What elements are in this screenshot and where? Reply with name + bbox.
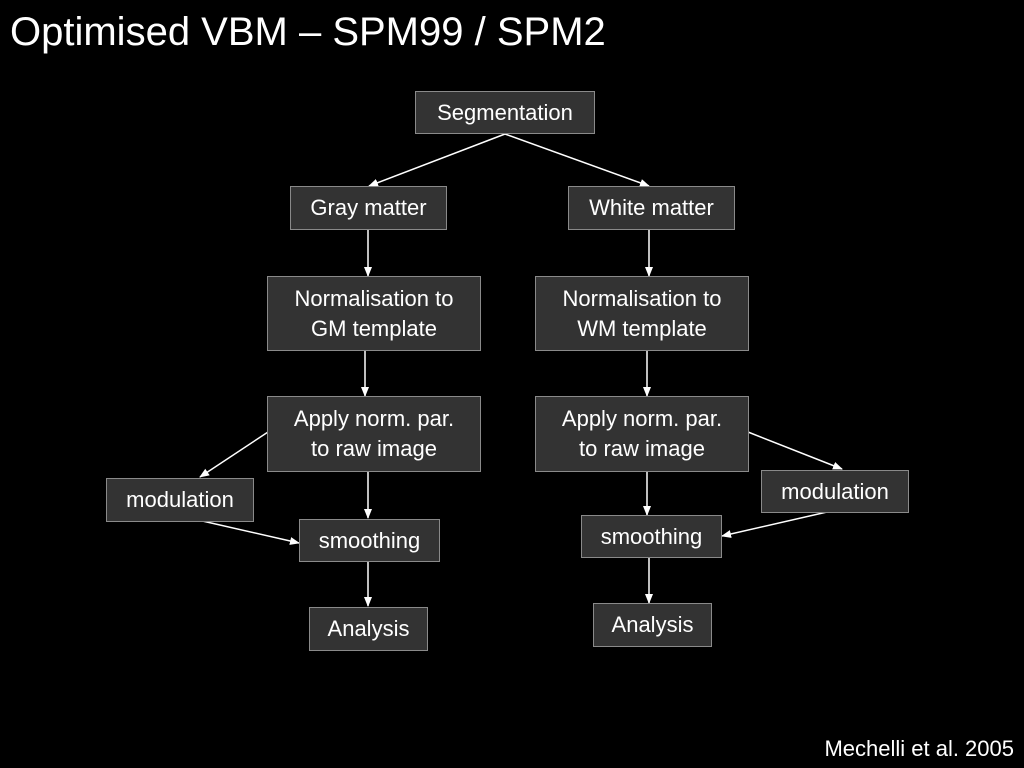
white-matter-label: White matter	[589, 195, 714, 220]
right-smoothing-label: smoothing	[600, 523, 703, 549]
left-apply-norm-box: Apply norm. par. to raw image	[267, 396, 481, 472]
arrow-left-apply-to-modulation	[199, 431, 269, 478]
white-matter-box: White matter	[568, 186, 735, 230]
wm-normalisation-line-1: Normalisation to	[562, 285, 722, 311]
gm-normalisation-line-1: Normalisation to	[294, 285, 454, 311]
wm-normalisation-line-2: WM template	[577, 315, 707, 341]
right-modulation-label: modulation	[781, 478, 889, 504]
citation: Mechelli et al. 2005	[824, 736, 1014, 761]
left-smoothing-label: smoothing	[318, 527, 421, 553]
arrow-right-modulation-to-smoothing	[721, 511, 828, 538]
gm-normalisation-line-2: GM template	[311, 315, 437, 341]
left-modulation-box: modulation	[106, 478, 254, 522]
left-apply-norm-line-2: to raw image	[311, 436, 437, 461]
right-analysis-box: Analysis	[593, 603, 712, 647]
gray-matter-label: Gray matter	[310, 195, 427, 220]
left-analysis-label: Analysis	[327, 616, 410, 641]
right-apply-norm-box: Apply norm. par. to raw image	[535, 396, 749, 472]
right-apply-norm-line-2: to raw image	[579, 436, 705, 461]
right-apply-norm-line-1: Apply norm. par.	[561, 406, 723, 431]
left-smoothing-box: smoothing	[299, 519, 440, 562]
segmentation-box: Segmentation	[415, 91, 595, 134]
right-analysis-label: Analysis	[611, 612, 694, 637]
wm-normalisation-box: Normalisation to WM template	[535, 276, 749, 351]
gm-normalisation-box: Normalisation to GM template	[267, 276, 481, 351]
arrow-right-apply-to-modulation	[747, 431, 843, 470]
left-analysis-box: Analysis	[309, 607, 428, 651]
arrow-segmentation-to-gray-matter	[368, 133, 506, 187]
arrow-segmentation-to-white-matter	[504, 133, 650, 187]
arrow-left-modulation-to-smoothing	[197, 519, 300, 545]
left-apply-norm-line-1: Apply norm. par.	[293, 406, 455, 431]
segmentation-label: Segmentation	[437, 99, 573, 125]
left-modulation-label: modulation	[126, 487, 234, 512]
right-modulation-box: modulation	[761, 470, 909, 513]
gray-matter-box: Gray matter	[290, 186, 447, 230]
right-smoothing-box: smoothing	[581, 515, 722, 558]
slide-title: Optimised VBM – SPM99 / SPM2	[10, 10, 606, 54]
